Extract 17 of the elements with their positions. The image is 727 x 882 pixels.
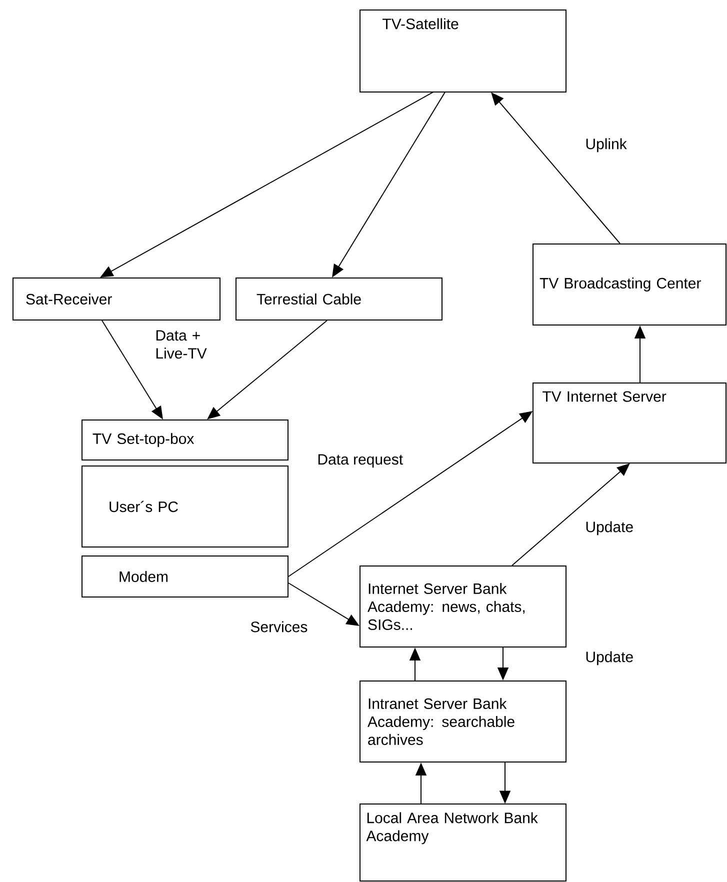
process-box: Internet Server Bank Academy: news, chats, SIGs... [360, 566, 566, 648]
connector-label: Data + Live-TV [156, 330, 207, 359]
process-box: Terrestial Cable [236, 278, 442, 320]
process-box: TV Broadcasting Center [532, 244, 727, 326]
connector-label: Update [586, 651, 633, 666]
process-box: User´s PC [82, 466, 288, 548]
process-box: TV Set-top-box [82, 420, 288, 460]
connector-label: Uplink [586, 138, 627, 152]
process-box: TV Internet Server [532, 382, 727, 464]
process-box: TV-Satellite [360, 10, 566, 92]
connector-label: Services [250, 621, 308, 632]
process-box: Sat-Receiver [12, 278, 220, 320]
connector-label: Data request [318, 454, 403, 468]
process-box: Local Area Network Bank Academy [360, 804, 566, 882]
process-box: Intranet Server Bank Academy: searchable archives [360, 680, 566, 762]
connector-label: Update [586, 521, 633, 536]
process-box: Modem [82, 556, 288, 598]
